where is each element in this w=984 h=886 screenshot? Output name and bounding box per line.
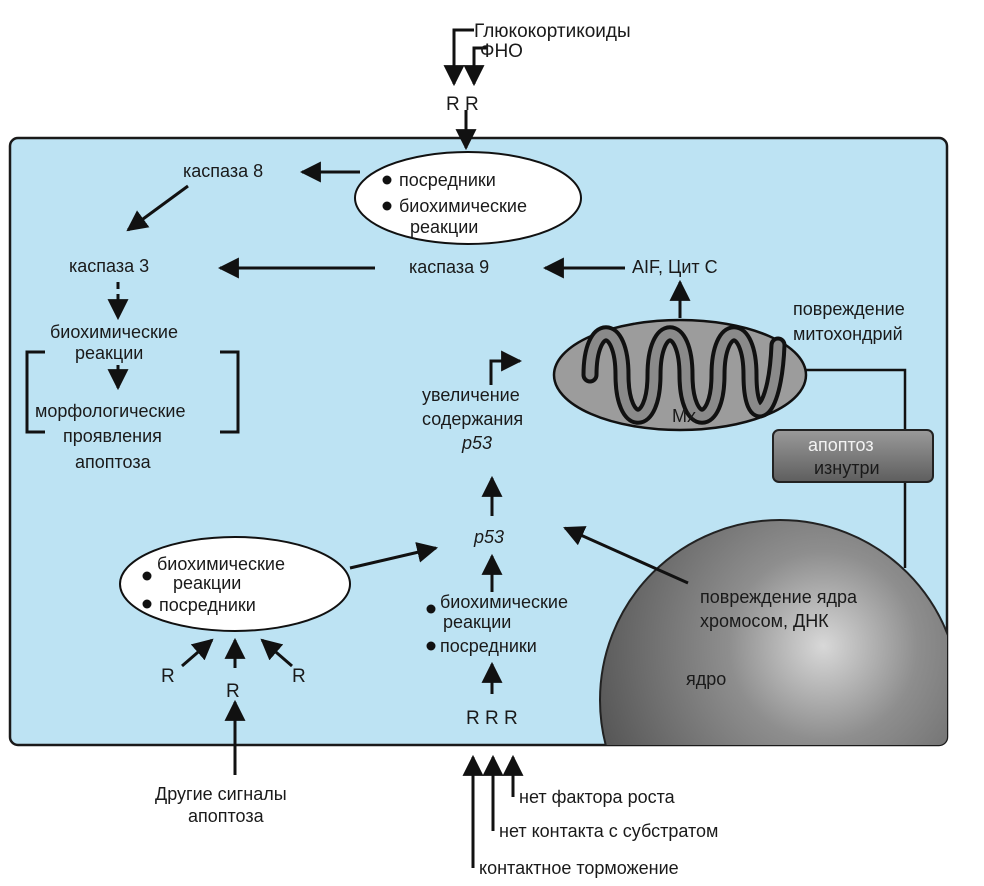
other-signals-line1: Другие сигналы <box>155 784 287 804</box>
left-bracket <box>25 350 45 434</box>
contact-inhibition-label: контактное торможение <box>479 858 679 878</box>
nucleus-label: ядро <box>686 669 726 689</box>
bullet-icon <box>142 599 152 609</box>
left-receptor-r1: R <box>161 666 175 687</box>
p53-increase-line3: p53 <box>461 433 492 453</box>
other-signals-line2: апоптоза <box>188 806 265 826</box>
apoptosis-from-inside-box <box>772 429 934 483</box>
left-oval-biochem-line1: биохимические <box>157 554 285 574</box>
bullet-icon <box>382 201 392 211</box>
left-receptor-r3: R <box>292 666 306 687</box>
top-input-arrows <box>443 28 487 151</box>
mito-nucleus-connector <box>806 368 907 568</box>
mito-damage-line1: повреждение <box>793 299 905 319</box>
aif-cytc-label: AIF, Цит С <box>632 257 718 277</box>
bullet-icon <box>382 175 392 185</box>
arrow-nucleus-to-p53 <box>563 526 689 585</box>
top-mediators-oval <box>354 151 582 245</box>
right-bracket <box>220 350 240 434</box>
tnf-label: ФНО <box>480 41 523 62</box>
center-receptors: R R R <box>466 708 518 729</box>
nucleus <box>599 519 947 745</box>
top-oval-biochem-line1: биохимические <box>399 196 527 216</box>
morph-line2: проявления <box>63 426 162 446</box>
no-substrate-contact-label: нет контакта с субстратом <box>499 821 718 841</box>
top-receptors-label: R R <box>446 94 479 115</box>
center-mediators: посредники <box>440 636 537 656</box>
center-biochem-line2: реакции <box>443 612 511 632</box>
left-receptor-r2: R <box>226 681 240 702</box>
no-growth-factor-label: нет фактора роста <box>519 787 676 807</box>
left-biochem-line1: биохимические <box>50 322 178 342</box>
increase-arrow-icon <box>489 350 523 385</box>
nucleus-damage-line1: повреждение ядра <box>700 587 858 607</box>
nucleus-damage-line2: хромосом, ДНК <box>700 611 829 631</box>
morph-line3: апоптоза <box>75 452 152 472</box>
apoptosis-inside-line1: апоптоз <box>808 435 874 455</box>
left-oval-biochem-line2: реакции <box>173 573 241 593</box>
p53-increase-line2: содержания <box>422 409 523 429</box>
bullet-icon <box>142 571 152 581</box>
center-biochem-line1: биохимические <box>440 592 568 612</box>
caspase3-label: каспаза 3 <box>69 256 149 276</box>
glucocorticoids-label: Глюкокортикоиды <box>474 21 631 42</box>
arrow-leftoval-to-p53 <box>349 542 439 570</box>
bullet-icon <box>426 641 436 651</box>
p53-increase-line1: увеличение <box>422 385 520 405</box>
p53-center-label: p53 <box>473 527 504 547</box>
mitochondrial-cristae-inner <box>585 329 783 421</box>
arrow-left-receptor-1 <box>181 638 214 668</box>
top-oval-mediators: посредники <box>399 170 496 190</box>
arrow-left-receptor-3 <box>260 638 293 668</box>
left-oval-mediators: посредники <box>159 595 256 615</box>
mitochondrion-label: Mx <box>672 406 696 426</box>
left-biochem-line2: реакции <box>75 343 143 363</box>
caspase9-label: каспаза 9 <box>409 257 489 277</box>
bullet-icon <box>426 604 436 614</box>
apoptosis-inside-line2: изнутри <box>814 458 880 478</box>
morph-line1: морфологические <box>35 401 186 421</box>
arrow-caspase8-to-caspase3 <box>126 184 189 232</box>
top-oval-biochem-line2: реакции <box>410 217 478 237</box>
mito-damage-line2: митохондрий <box>793 324 903 344</box>
caspase8-label: каспаза 8 <box>183 161 263 181</box>
left-mediators-oval <box>119 536 351 632</box>
